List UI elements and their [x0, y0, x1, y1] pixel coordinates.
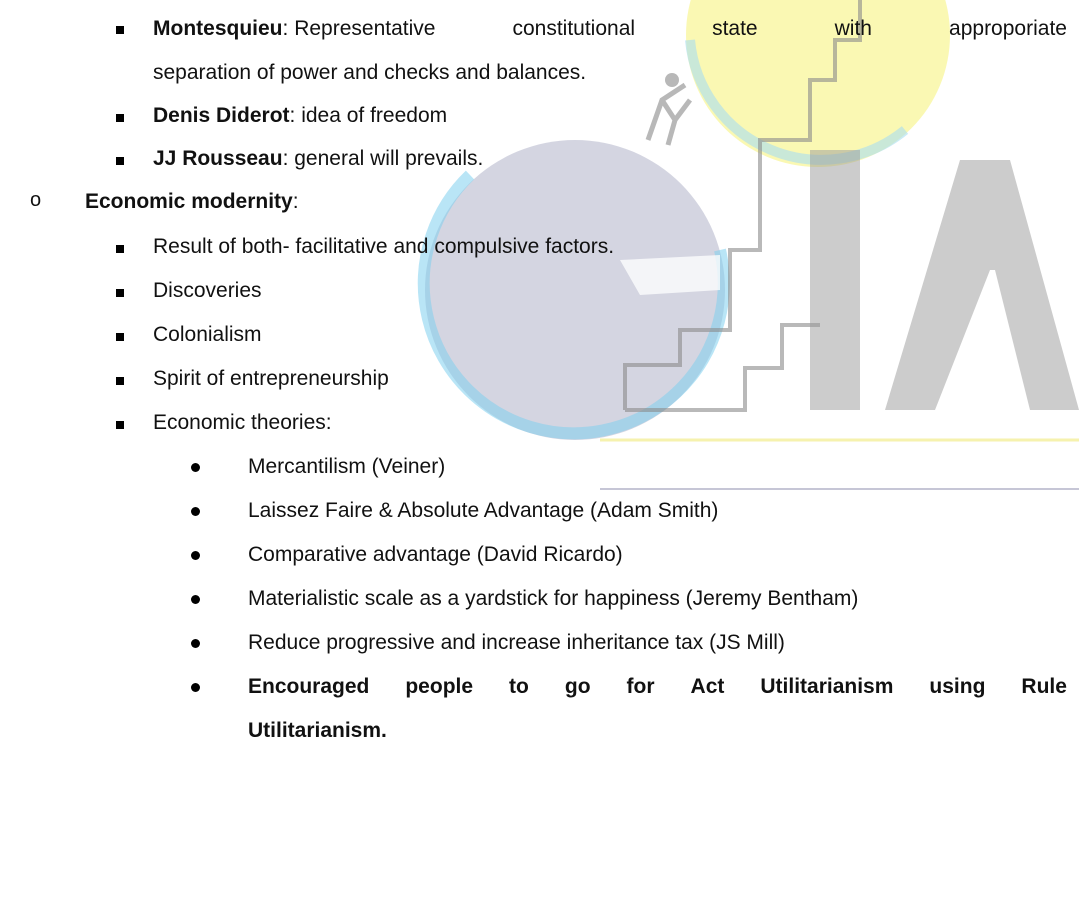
round-bullet — [191, 463, 200, 472]
economic-heading: Economic modernity: — [85, 190, 299, 213]
square-bullet — [116, 26, 124, 34]
word: Rule — [1021, 675, 1067, 698]
diderot-text: : idea of freedom — [289, 104, 448, 127]
word: people — [405, 675, 474, 698]
economic-item: Spirit of entrepreneurship — [153, 367, 389, 390]
rousseau-text: : general will prevails. — [282, 147, 484, 170]
last-theory-line: Encouraged people to go for Act Utilitar… — [248, 673, 1067, 701]
economic-item: Economic theories: — [153, 411, 332, 434]
word: Act — [690, 675, 725, 698]
theory-item: Laissez Faire & Absolute Advantage (Adam… — [248, 499, 719, 522]
word: go — [564, 675, 591, 698]
word: state — [712, 17, 758, 40]
round-bullet — [191, 639, 200, 648]
round-bullet — [191, 683, 200, 692]
word: with — [834, 17, 872, 40]
economic-item: Colonialism — [153, 323, 262, 346]
economic-item: Discoveries — [153, 279, 262, 302]
theory-item: Comparative advantage (David Ricardo) — [248, 543, 623, 566]
diderot-name: Denis Diderot — [153, 104, 290, 127]
word: Utilitarianism — [760, 675, 894, 698]
round-bullet — [191, 551, 200, 560]
economic-item: Result of both- facilitative and compuls… — [153, 235, 615, 258]
theory-item: Reduce progressive and increase inherita… — [248, 631, 785, 654]
square-bullet — [116, 157, 124, 165]
diderot-item: Denis Diderot: idea of freedom — [153, 102, 447, 130]
theory-item: Materialistic scale as a yardstick for h… — [248, 587, 859, 610]
rousseau-item: JJ Rousseau: general will prevails. — [153, 145, 483, 173]
rousseau-name: JJ Rousseau — [153, 147, 283, 170]
square-bullet — [116, 377, 124, 385]
word: Encouraged — [248, 675, 370, 698]
montesquieu-line: Montesquieu: Representative constitution… — [153, 15, 1067, 43]
montesquieu-first-word: Montesquieu: Representative — [153, 17, 436, 40]
word: approporiate — [949, 17, 1067, 40]
word: constitutional — [512, 17, 636, 40]
square-bullet — [116, 421, 124, 429]
square-bullet — [116, 114, 124, 122]
montesquieu-continuation: separation of power and checks and balan… — [153, 61, 587, 84]
square-bullet — [116, 245, 124, 253]
circle-bullet: o — [30, 189, 42, 211]
round-bullet — [191, 507, 200, 516]
word: to — [509, 675, 529, 698]
montesquieu-name: Montesquieu — [153, 17, 283, 40]
theory-item: Mercantilism (Veiner) — [248, 455, 446, 478]
economic-heading-text: Economic modernity — [85, 190, 293, 213]
square-bullet — [116, 333, 124, 341]
round-bullet — [191, 595, 200, 604]
square-bullet — [116, 289, 124, 297]
word: using — [929, 675, 986, 698]
word: for — [626, 675, 655, 698]
last-theory-continuation: Utilitarianism. — [248, 719, 387, 742]
